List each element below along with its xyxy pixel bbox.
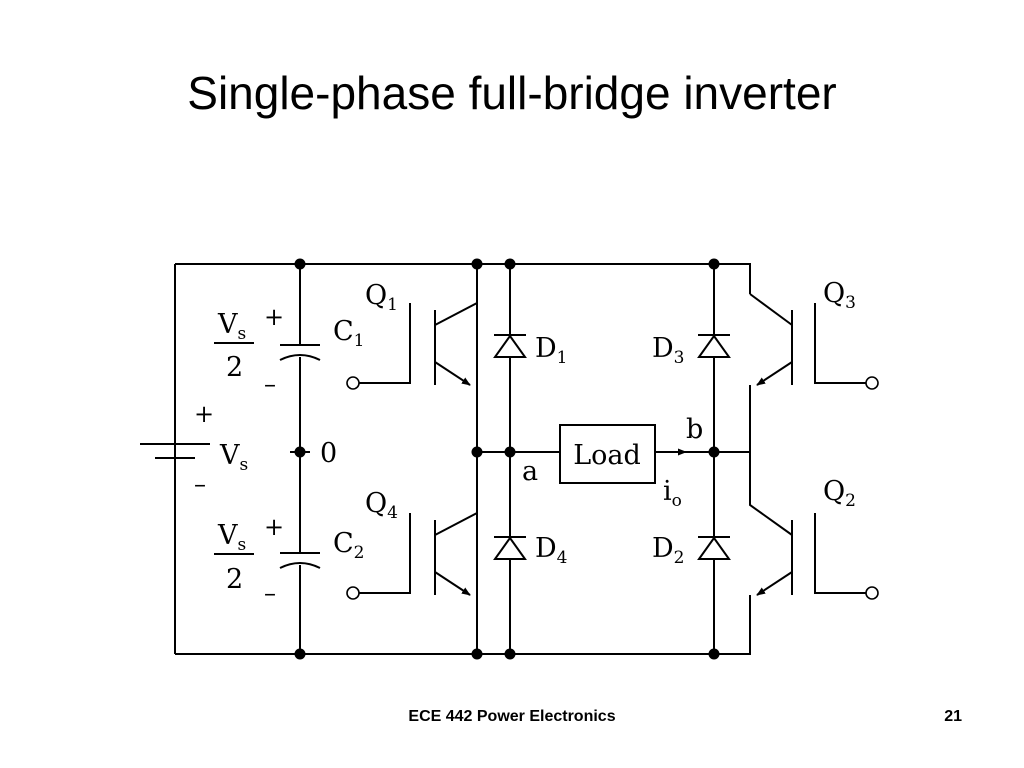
transistor-q4: Q4: [346, 452, 478, 600]
load-branch: Load a b io: [477, 414, 750, 511]
transistor-q1: Q1: [346, 264, 478, 390]
q1-label: Q1: [365, 280, 398, 315]
node-a-label: a: [522, 456, 538, 487]
capacitor-c2: [279, 552, 321, 569]
svg-text:2: 2: [226, 352, 243, 383]
q4-label: Q4: [365, 488, 398, 523]
dc-bus: [174, 263, 751, 655]
c2-minus-sign: –: [264, 579, 276, 607]
midpoint-label: 0: [320, 438, 337, 469]
load-label: Load: [573, 440, 641, 471]
d2-label: D2: [652, 533, 684, 568]
slide-title: Single-phase full-bridge inverter: [187, 67, 837, 119]
c2-label: C2: [333, 528, 365, 563]
d4-label: D4: [535, 533, 567, 568]
diode-d4: D4: [493, 533, 567, 568]
left-switch-leg: Q1 Q4: [346, 264, 478, 654]
source-plus-sign: +: [194, 400, 214, 428]
d3-label: D3: [652, 333, 684, 368]
right-diode-leg: D3 D2: [652, 264, 731, 654]
transistor-q2: Q2: [749, 452, 879, 624]
diode-d3: D3: [652, 333, 731, 368]
dc-source: + – Vs: [140, 400, 248, 498]
c1-label: C1: [333, 316, 365, 351]
capacitor-leg: 0 Vs 2 + – C1 Vs 2 + – C2: [214, 264, 365, 654]
slide-page-number: 21: [944, 708, 962, 725]
c2-half-voltage-fraction: Vs 2: [214, 520, 254, 595]
source-label: Vs: [219, 440, 248, 475]
svg-text:Vs: Vs: [217, 520, 246, 555]
slide-footer: ECE 442 Power Electronics: [408, 708, 616, 725]
top-rail: [175, 263, 751, 294]
junction-dots: [294, 258, 720, 660]
capacitor-c1: [279, 344, 321, 361]
diode-d1: D1: [493, 333, 567, 368]
diode-d2: D2: [652, 533, 731, 568]
right-switch-leg: Q3 Q2: [749, 278, 879, 624]
q3-label: Q3: [823, 278, 856, 313]
q2-label: Q2: [823, 476, 856, 511]
c1-half-voltage-fraction: Vs 2: [214, 309, 254, 383]
svg-text:Vs: Vs: [217, 309, 246, 344]
left-diode-leg: D1 D4: [493, 264, 567, 654]
transistor-q3: Q3: [749, 278, 879, 452]
c2-plus-sign: +: [264, 513, 284, 541]
bottom-rail: [175, 624, 751, 655]
node-b-label: b: [686, 414, 703, 445]
svg-text:2: 2: [226, 564, 243, 595]
load-current-label: io: [663, 476, 682, 511]
c1-minus-sign: –: [264, 370, 276, 398]
source-minus-sign: –: [194, 470, 206, 498]
load-box: [559, 424, 656, 484]
d1-label: D1: [535, 333, 567, 368]
c1-plus-sign: +: [264, 303, 284, 331]
